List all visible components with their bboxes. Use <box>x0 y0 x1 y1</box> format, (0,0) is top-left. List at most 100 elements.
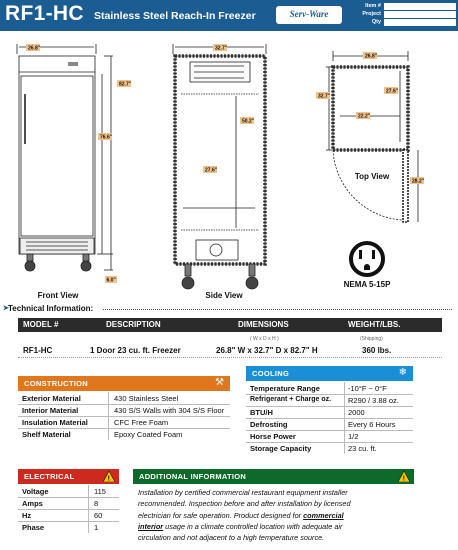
tech-title-rule <box>103 309 452 310</box>
top-interior-depth-tag <box>384 87 398 94</box>
snowflake-icon: ❄ <box>398 367 407 378</box>
drawings-area: 26.8" 82.7" 76.6" 6.0" <box>0 34 458 302</box>
cooling-value: R290 / 3.88 oz. <box>348 396 399 405</box>
front-leg-tag <box>105 276 117 283</box>
construction-label: Exterior Material <box>22 394 81 403</box>
top-width-tag <box>363 52 377 59</box>
top-interior-depth-dim: 27.6" <box>386 89 399 95</box>
svg-text:!: ! <box>403 476 405 482</box>
item-project-qty-box: Item # Project Qty <box>348 3 456 28</box>
row-rule <box>18 428 230 429</box>
qty-label: Qty <box>371 19 381 25</box>
additional-info-header: ADDITIONAL INFORMATION ! <box>133 469 414 484</box>
electrical-label: Phase <box>22 523 45 532</box>
front-view-caption: Front View <box>37 291 79 300</box>
top-depth-tag <box>316 92 330 99</box>
cooling-divider <box>344 382 345 454</box>
top-view-drawing <box>326 51 419 223</box>
cooling-label: BTU/H <box>250 408 273 417</box>
project-row: Project <box>348 11 456 19</box>
cooling-title: COOLING <box>252 369 290 378</box>
cooling-label: Defrosting <box>250 420 288 429</box>
electrical-divider <box>88 485 89 533</box>
row-rule <box>18 416 230 417</box>
side-view-drawing <box>172 44 267 290</box>
spec-table-header: MODEL # DESCRIPTION DIMENSIONS WEIGHT/LB… <box>18 318 442 332</box>
row-rule <box>18 509 119 510</box>
note-line: recommended. Inspection before and after… <box>138 499 351 509</box>
electrical-label: Hz <box>22 511 32 520</box>
qty-field[interactable] <box>384 19 456 26</box>
header-model: MODEL # <box>23 320 59 329</box>
additional-info-text: Installation by certified commercial res… <box>138 487 418 543</box>
dimensions-subheader: ( W x D x H ) <box>250 336 279 342</box>
top-view-caption: Top View <box>354 172 390 181</box>
header-description: DESCRIPTION <box>106 320 161 329</box>
construction-value: CFC Free Foam <box>114 418 169 427</box>
product-subtitle: Stainless Steel Reach-In Freezer <box>94 10 256 22</box>
header-dimensions: DIMENSIONS <box>238 320 289 329</box>
cooling-label: Temperature Range <box>250 384 320 393</box>
construction-value: 430 Stainless Steel <box>114 394 179 403</box>
spec-row-rule <box>18 357 442 358</box>
front-door-height-dim: 76.6" <box>100 135 113 141</box>
cooling-value: 2000 <box>348 408 365 417</box>
electrical-value: 8 <box>94 499 99 508</box>
construction-title: CONSTRUCTION <box>24 379 89 388</box>
project-field[interactable] <box>384 11 456 18</box>
row-dimensions: 26.8" W x 32.7" D x 82.7" H <box>216 346 318 355</box>
front-width-dim: 26.8" <box>28 46 41 52</box>
construction-value: 430 S/S Walls with 304 S/S Floor <box>114 406 225 415</box>
note-emphasis-interior: interior <box>138 521 164 531</box>
electrical-value: 1 <box>94 523 99 532</box>
row-rule <box>246 418 413 419</box>
model-title: RF1-HC <box>5 2 84 25</box>
electrical-title: ELECTRICAL <box>24 472 75 481</box>
row-rule <box>18 404 230 405</box>
cooling-value: Every 6 Hours <box>348 420 396 429</box>
technical-information-title: Technical Information: <box>8 304 94 313</box>
row-weight: 360 lbs. <box>362 346 392 355</box>
side-interior-depth-dim: 27.6" <box>205 168 218 174</box>
header-weight: WEIGHT/LBS. <box>348 320 401 329</box>
tech-arrow-icon: ➤ <box>3 305 9 312</box>
electrical-warning-icon: ! <box>103 471 115 482</box>
top-width-dim: 26.8" <box>365 54 378 60</box>
note-text: electrician for safe operation. Product … <box>138 510 304 520</box>
row-description: 1 Door 23 cu. ft. Freezer <box>90 346 181 355</box>
electrical-value: 60 <box>94 511 103 520</box>
top-door-swing-tag <box>410 177 424 184</box>
project-label: Project <box>362 11 381 17</box>
electrical-value: 115 <box>94 487 106 496</box>
side-depth-dim: 32.7" <box>215 46 228 52</box>
row-rule <box>18 497 119 498</box>
front-total-height-dim: 82.7" <box>119 82 132 88</box>
side-interior-height-tag <box>240 117 254 124</box>
top-interior-width-dim: 22.2" <box>358 114 371 120</box>
nema-plug-icon <box>349 241 385 277</box>
cooling-label: Storage Capacity <box>250 444 312 453</box>
additional-warning-icon: ! <box>398 471 410 482</box>
note-line: circulation and not adjacent to a high t… <box>138 533 325 543</box>
cooling-value: -10°F ~ 0°F <box>348 384 387 393</box>
construction-header: CONSTRUCTION ⚒ <box>18 376 230 391</box>
top-door-swing-dim: 28.2" <box>412 179 425 185</box>
top-depth-dim: 32.7" <box>318 94 331 100</box>
row-rule <box>246 406 413 407</box>
row-rule <box>246 442 413 443</box>
row-model: RF1-HC <box>23 346 53 355</box>
electrical-label: Amps <box>22 499 43 508</box>
side-interior-depth-tag <box>203 166 217 173</box>
cooling-value: 23 cu. ft. <box>348 444 377 453</box>
row-rule <box>246 430 413 431</box>
cooling-label: Refrigerant + Charge oz. <box>250 396 332 403</box>
front-total-height-tag <box>117 80 131 87</box>
item-field[interactable] <box>384 3 456 10</box>
brand-logo: Serv-Ware <box>276 6 342 24</box>
item-label: Item # <box>365 3 381 9</box>
cooling-value: 1/2 <box>348 432 359 441</box>
front-leg-dim: 6.0" <box>107 278 117 284</box>
side-depth-tag <box>213 44 227 51</box>
weight-subheader: (Shipping) <box>360 336 383 342</box>
cooling-label: Horse Power <box>250 432 296 441</box>
